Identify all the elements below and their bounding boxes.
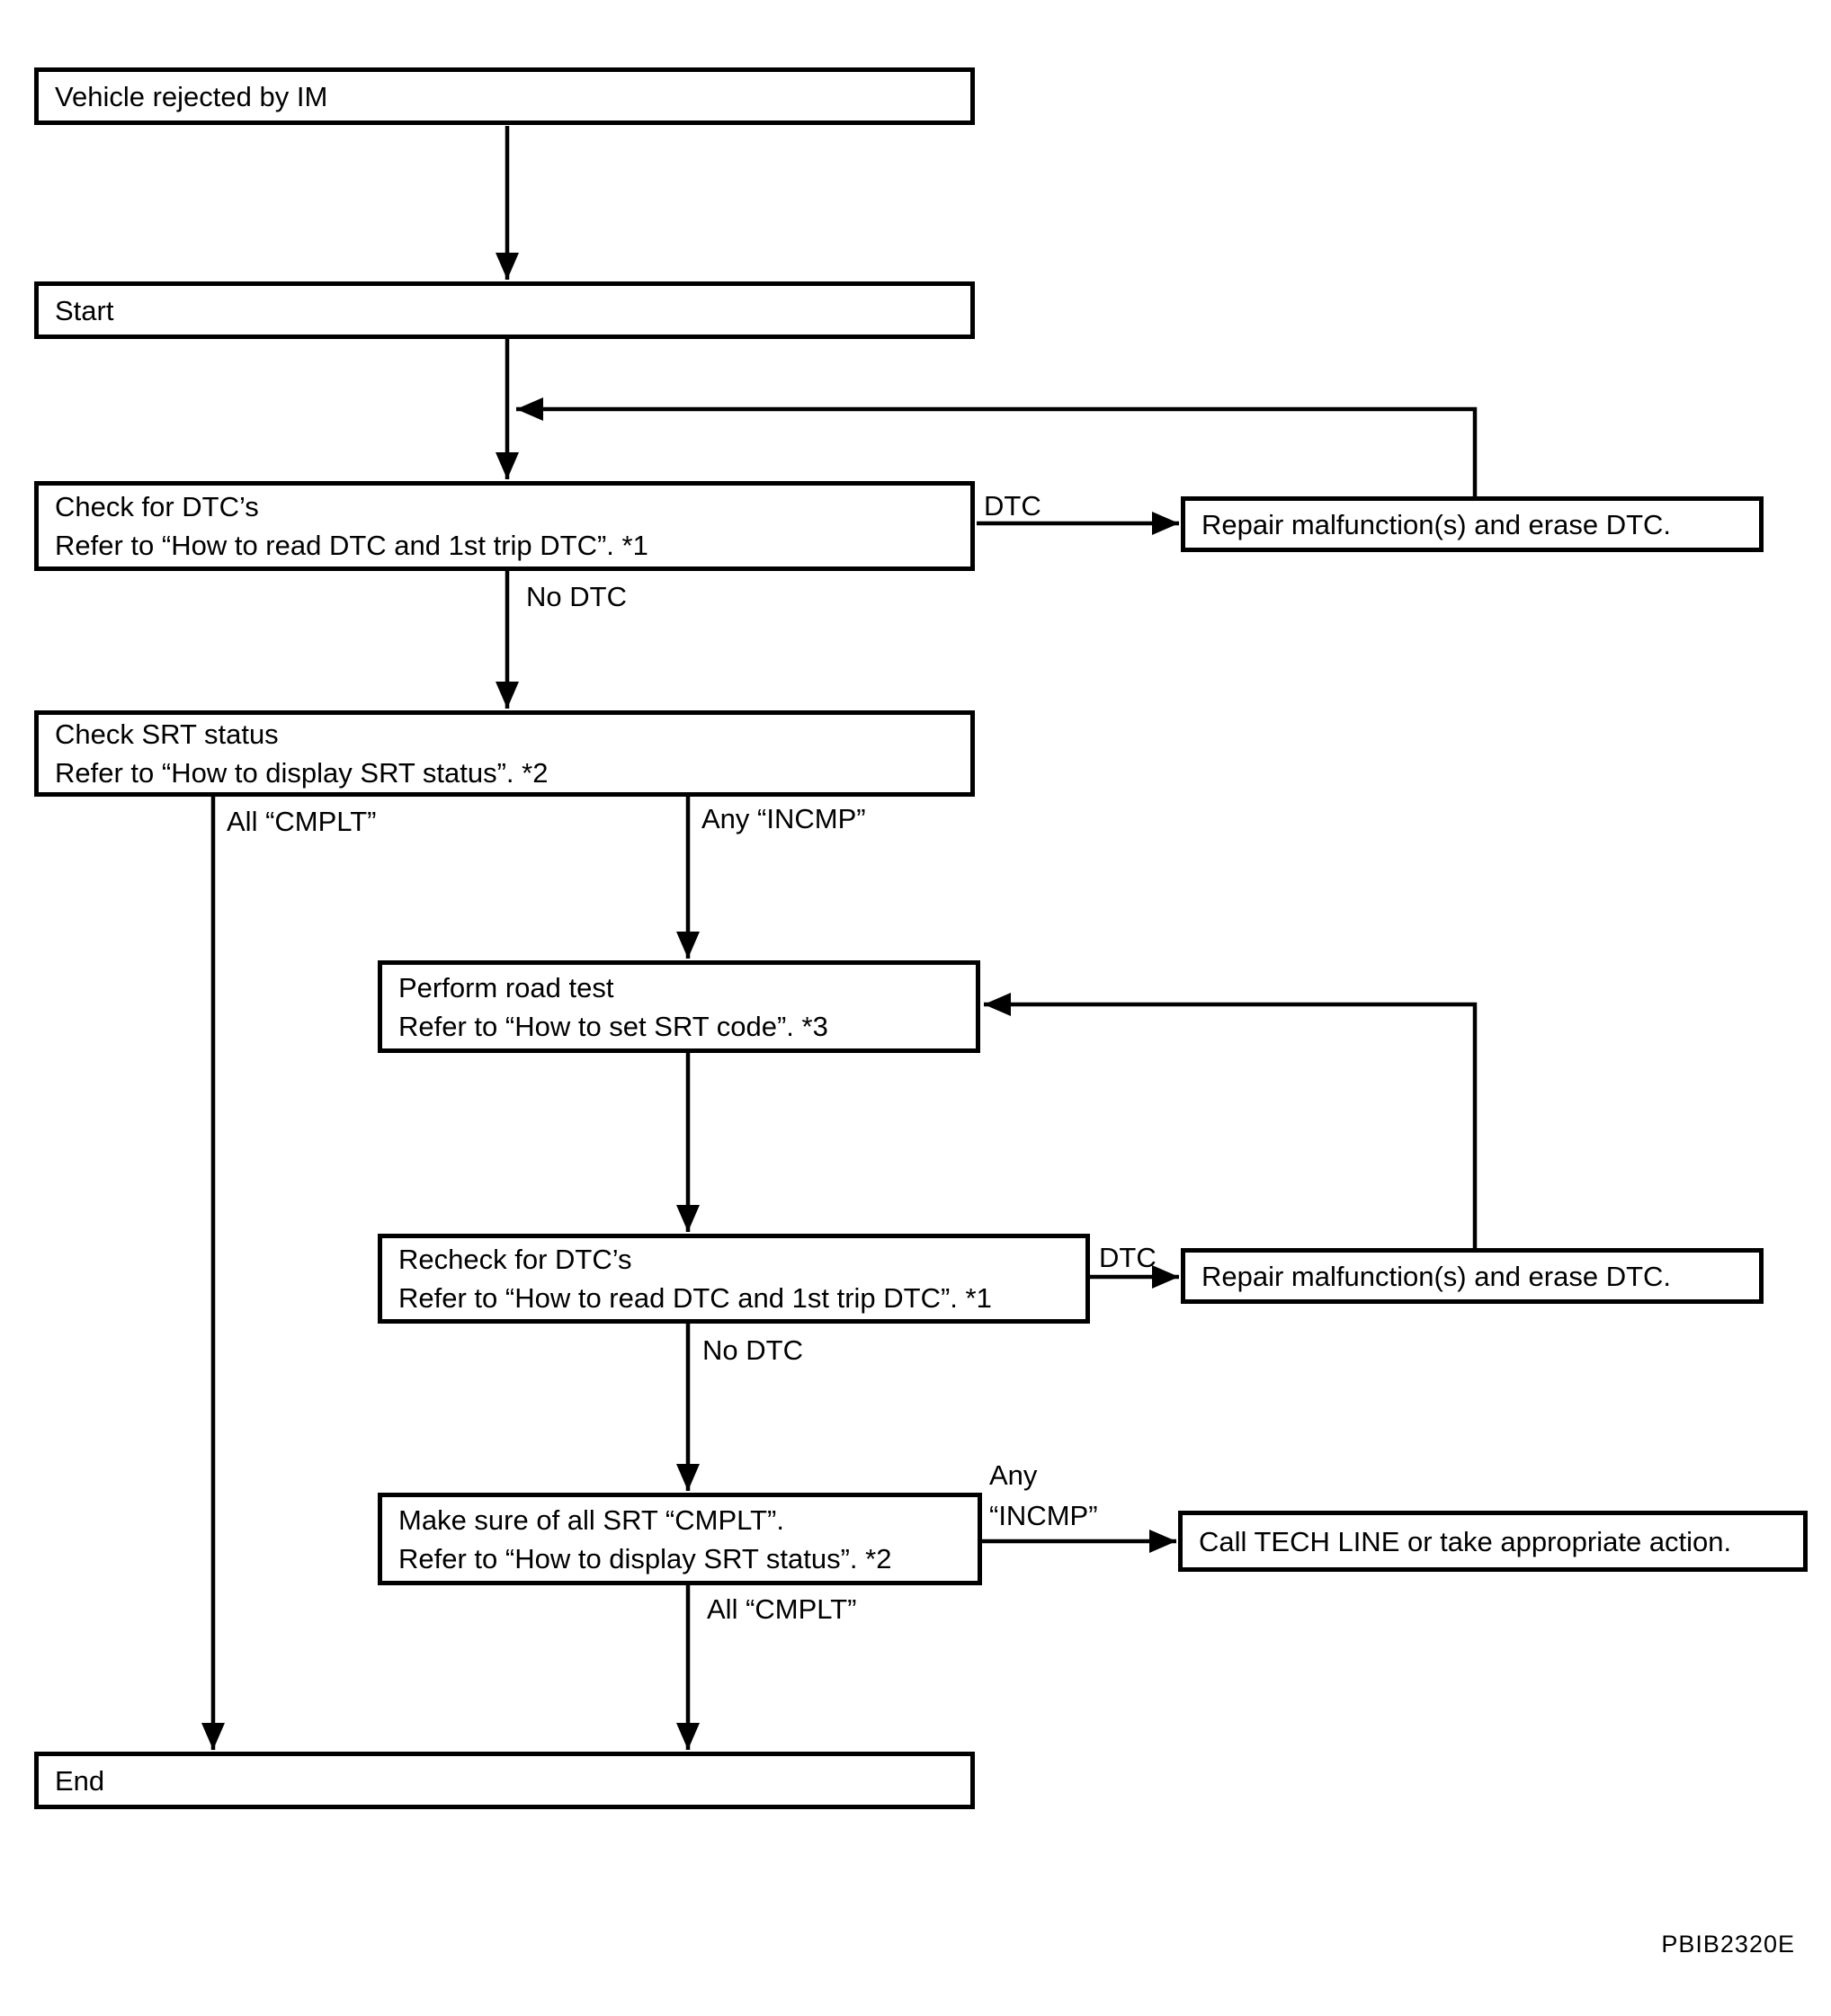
edge-label-all-cmplt-2: All “CMPLT”: [707, 1593, 857, 1625]
node-check-dtc-line2: Refer to “How to read DTC and 1st trip D…: [55, 530, 648, 561]
node-repair-1-text: Repair malfunction(s) and erase DTC.: [1201, 508, 1672, 540]
node-call-tech-line: Call TECH LINE or take appropriate actio…: [1178, 1511, 1808, 1572]
edge-label-dtc-1: DTC: [984, 490, 1041, 522]
edge-label-any-incmp-1: Any “INCMP”: [701, 803, 866, 834]
node-check-dtc: Check for DTC’s Refer to “How to read DT…: [34, 481, 975, 571]
figure-code: PBIB2320E: [1661, 1931, 1795, 1958]
edge-label-all-cmplt-1: All “CMPLT”: [227, 806, 377, 837]
edge-label-no-dtc-1: No DTC: [526, 581, 627, 612]
node-start-text: Start: [55, 294, 114, 326]
edge-repair-1-feedback: [516, 397, 1478, 496]
node-check-srt-line2: Refer to “How to display SRT status”. *2: [55, 757, 549, 789]
node-check-srt-line1: Check SRT status: [55, 718, 279, 750]
node-road-test-line1: Perform road test: [398, 971, 614, 1004]
node-recheck-dtc-line1: Recheck for DTC’s: [398, 1244, 632, 1275]
node-start: Start: [34, 281, 975, 339]
node-road-test-line2: Refer to “How to set SRT code”. *3: [398, 1010, 828, 1042]
node-call-tech-line-text: Call TECH LINE or take appropriate actio…: [1199, 1525, 1732, 1557]
node-check-srt: Check SRT status Refer to “How to displa…: [34, 710, 975, 797]
node-make-sure-srt: Make sure of all SRT “CMPLT”. Refer to “…: [378, 1493, 982, 1585]
node-make-sure-srt-line2: Refer to “How to display SRT status”. *2: [398, 1542, 892, 1574]
edge-label-any-incmp-2-line1: Any: [989, 1459, 1038, 1491]
node-road-test: Perform road test Refer to “How to set S…: [378, 960, 980, 1053]
node-vehicle-rejected: Vehicle rejected by IM: [34, 67, 975, 125]
node-recheck-dtc-line2: Refer to “How to read DTC and 1st trip D…: [398, 1282, 992, 1314]
node-end-text: End: [55, 1764, 105, 1797]
node-repair-2-text: Repair malfunction(s) and erase DTC.: [1201, 1260, 1672, 1292]
node-repair-2: Repair malfunction(s) and erase DTC.: [1181, 1248, 1764, 1304]
edge-repair-2-feedback: [984, 993, 1478, 1248]
edge-label-any-incmp-2: Any “INCMP”: [989, 1455, 1098, 1536]
node-vehicle-rejected-text: Vehicle rejected by IM: [55, 80, 328, 112]
edge-label-any-incmp-2-line2: “INCMP”: [989, 1500, 1098, 1531]
edge-label-dtc-2: DTC: [1099, 1242, 1157, 1273]
node-repair-1: Repair malfunction(s) and erase DTC.: [1181, 496, 1764, 552]
node-recheck-dtc: Recheck for DTC’s Refer to “How to read …: [378, 1234, 1090, 1324]
node-end: End: [34, 1752, 975, 1809]
edge-label-no-dtc-2: No DTC: [702, 1334, 803, 1366]
node-check-dtc-line1: Check for DTC’s: [55, 491, 259, 522]
node-make-sure-srt-line1: Make sure of all SRT “CMPLT”.: [398, 1503, 784, 1536]
